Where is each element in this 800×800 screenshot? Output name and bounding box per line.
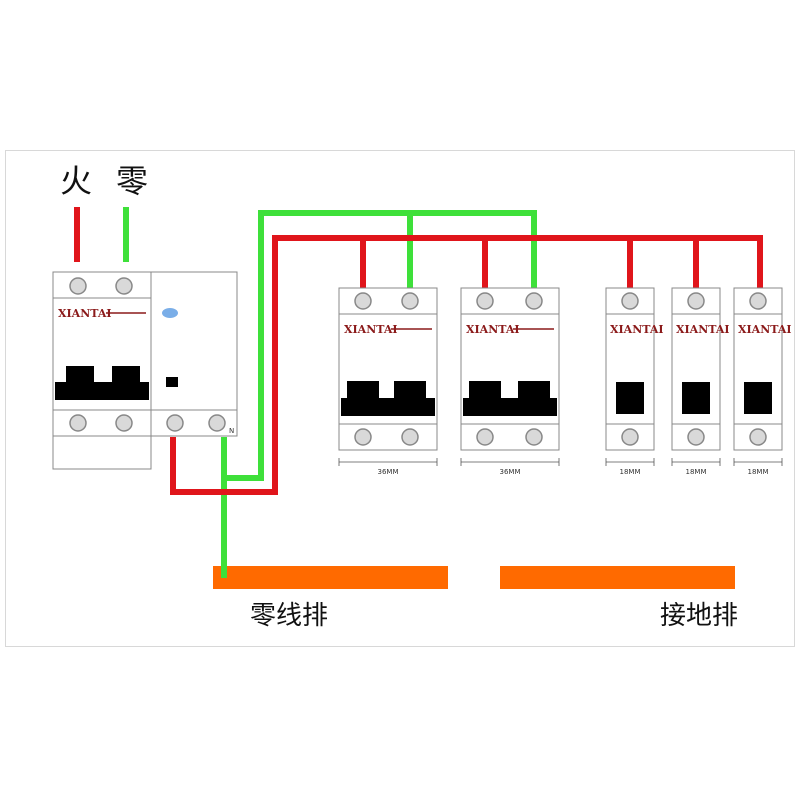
dimension-label: 18MM: [748, 468, 769, 476]
terminal-screw: [166, 414, 184, 432]
live-label: 火: [60, 162, 92, 200]
terminal-screw: [749, 292, 767, 310]
brand-label: XIANTAI: [466, 323, 520, 336]
branch-breakers: XIANTAI36MMXIANTAI36MMXIANTAI18MMXIANTAI…: [338, 287, 792, 476]
toggle-lever: [518, 381, 550, 401]
neutral-bar-label: 零线排: [250, 601, 328, 631]
toggle-lever: [469, 381, 501, 401]
dimension-label: 36MM: [500, 468, 521, 476]
terminal-screw: [354, 428, 372, 446]
toggle-lever: [616, 382, 644, 414]
neutral-label: 零: [116, 162, 148, 200]
dimension-label: 36MM: [378, 468, 399, 476]
ground-bar-label: 接地排: [660, 601, 738, 631]
indicator-light: [162, 308, 178, 318]
dimension-label: 18MM: [620, 468, 641, 476]
n-terminal-mark: N: [229, 427, 234, 435]
ground-bus-bar: [500, 566, 735, 589]
terminal-screw: [687, 292, 705, 310]
terminal-screw: [115, 414, 133, 432]
terminal-screw: [749, 428, 767, 446]
brand-label: XIANTAI: [58, 307, 112, 320]
live-feed-wire: [170, 235, 763, 495]
breaker-body: [605, 287, 655, 451]
branch-breaker-1: XIANTAI 36MM: [338, 287, 438, 476]
terminal-screw: [621, 292, 639, 310]
toggle-base: [55, 382, 149, 400]
branch-breaker-3: XIANTAI 18MM: [605, 287, 664, 476]
terminal-screw: [401, 428, 419, 446]
branch-breaker-4: XIANTAI 18MM: [671, 287, 730, 476]
brand-label: XIANTAI: [738, 323, 792, 336]
dimension-label: 18MM: [686, 468, 707, 476]
terminal-screw: [687, 428, 705, 446]
terminal-screw: [208, 414, 226, 432]
neutral-bus-bar: [213, 566, 448, 589]
toggle-base: [341, 398, 435, 416]
toggle-base: [463, 398, 557, 416]
breaker-body: [671, 287, 721, 451]
brand-label: XIANTAI: [610, 323, 664, 336]
terminal-screw: [525, 292, 543, 310]
terminal-screw: [476, 428, 494, 446]
leakage-module-body: [150, 271, 238, 437]
toggle-lever: [744, 382, 772, 414]
leakage-module: N: [150, 271, 238, 437]
brand-label: XIANTAI: [344, 323, 398, 336]
terminal-screw: [476, 292, 494, 310]
main-breaker: XIANTAI: [52, 271, 152, 470]
terminal-screw: [354, 292, 372, 310]
breaker-body: [733, 287, 783, 451]
toggle-lever: [347, 381, 379, 401]
toggle-lever: [682, 382, 710, 414]
branch-breaker-5: XIANTAI 18MM: [733, 287, 792, 476]
branch-breaker-2: XIANTAI 36MM: [460, 287, 560, 476]
breaker-body: [460, 287, 560, 451]
test-button: [166, 377, 178, 387]
toggle-lever: [66, 366, 94, 386]
toggle-lever: [112, 366, 140, 386]
terminal-screw: [115, 277, 133, 295]
breaker-body: [338, 287, 438, 451]
terminal-screw: [525, 428, 543, 446]
neutral-feed-wire: [221, 210, 537, 481]
terminal-screw: [401, 292, 419, 310]
terminal-screw: [69, 277, 87, 295]
terminal-screw: [621, 428, 639, 446]
terminal-screw: [69, 414, 87, 432]
brand-label: XIANTAI: [676, 323, 730, 336]
toggle-lever: [394, 381, 426, 401]
